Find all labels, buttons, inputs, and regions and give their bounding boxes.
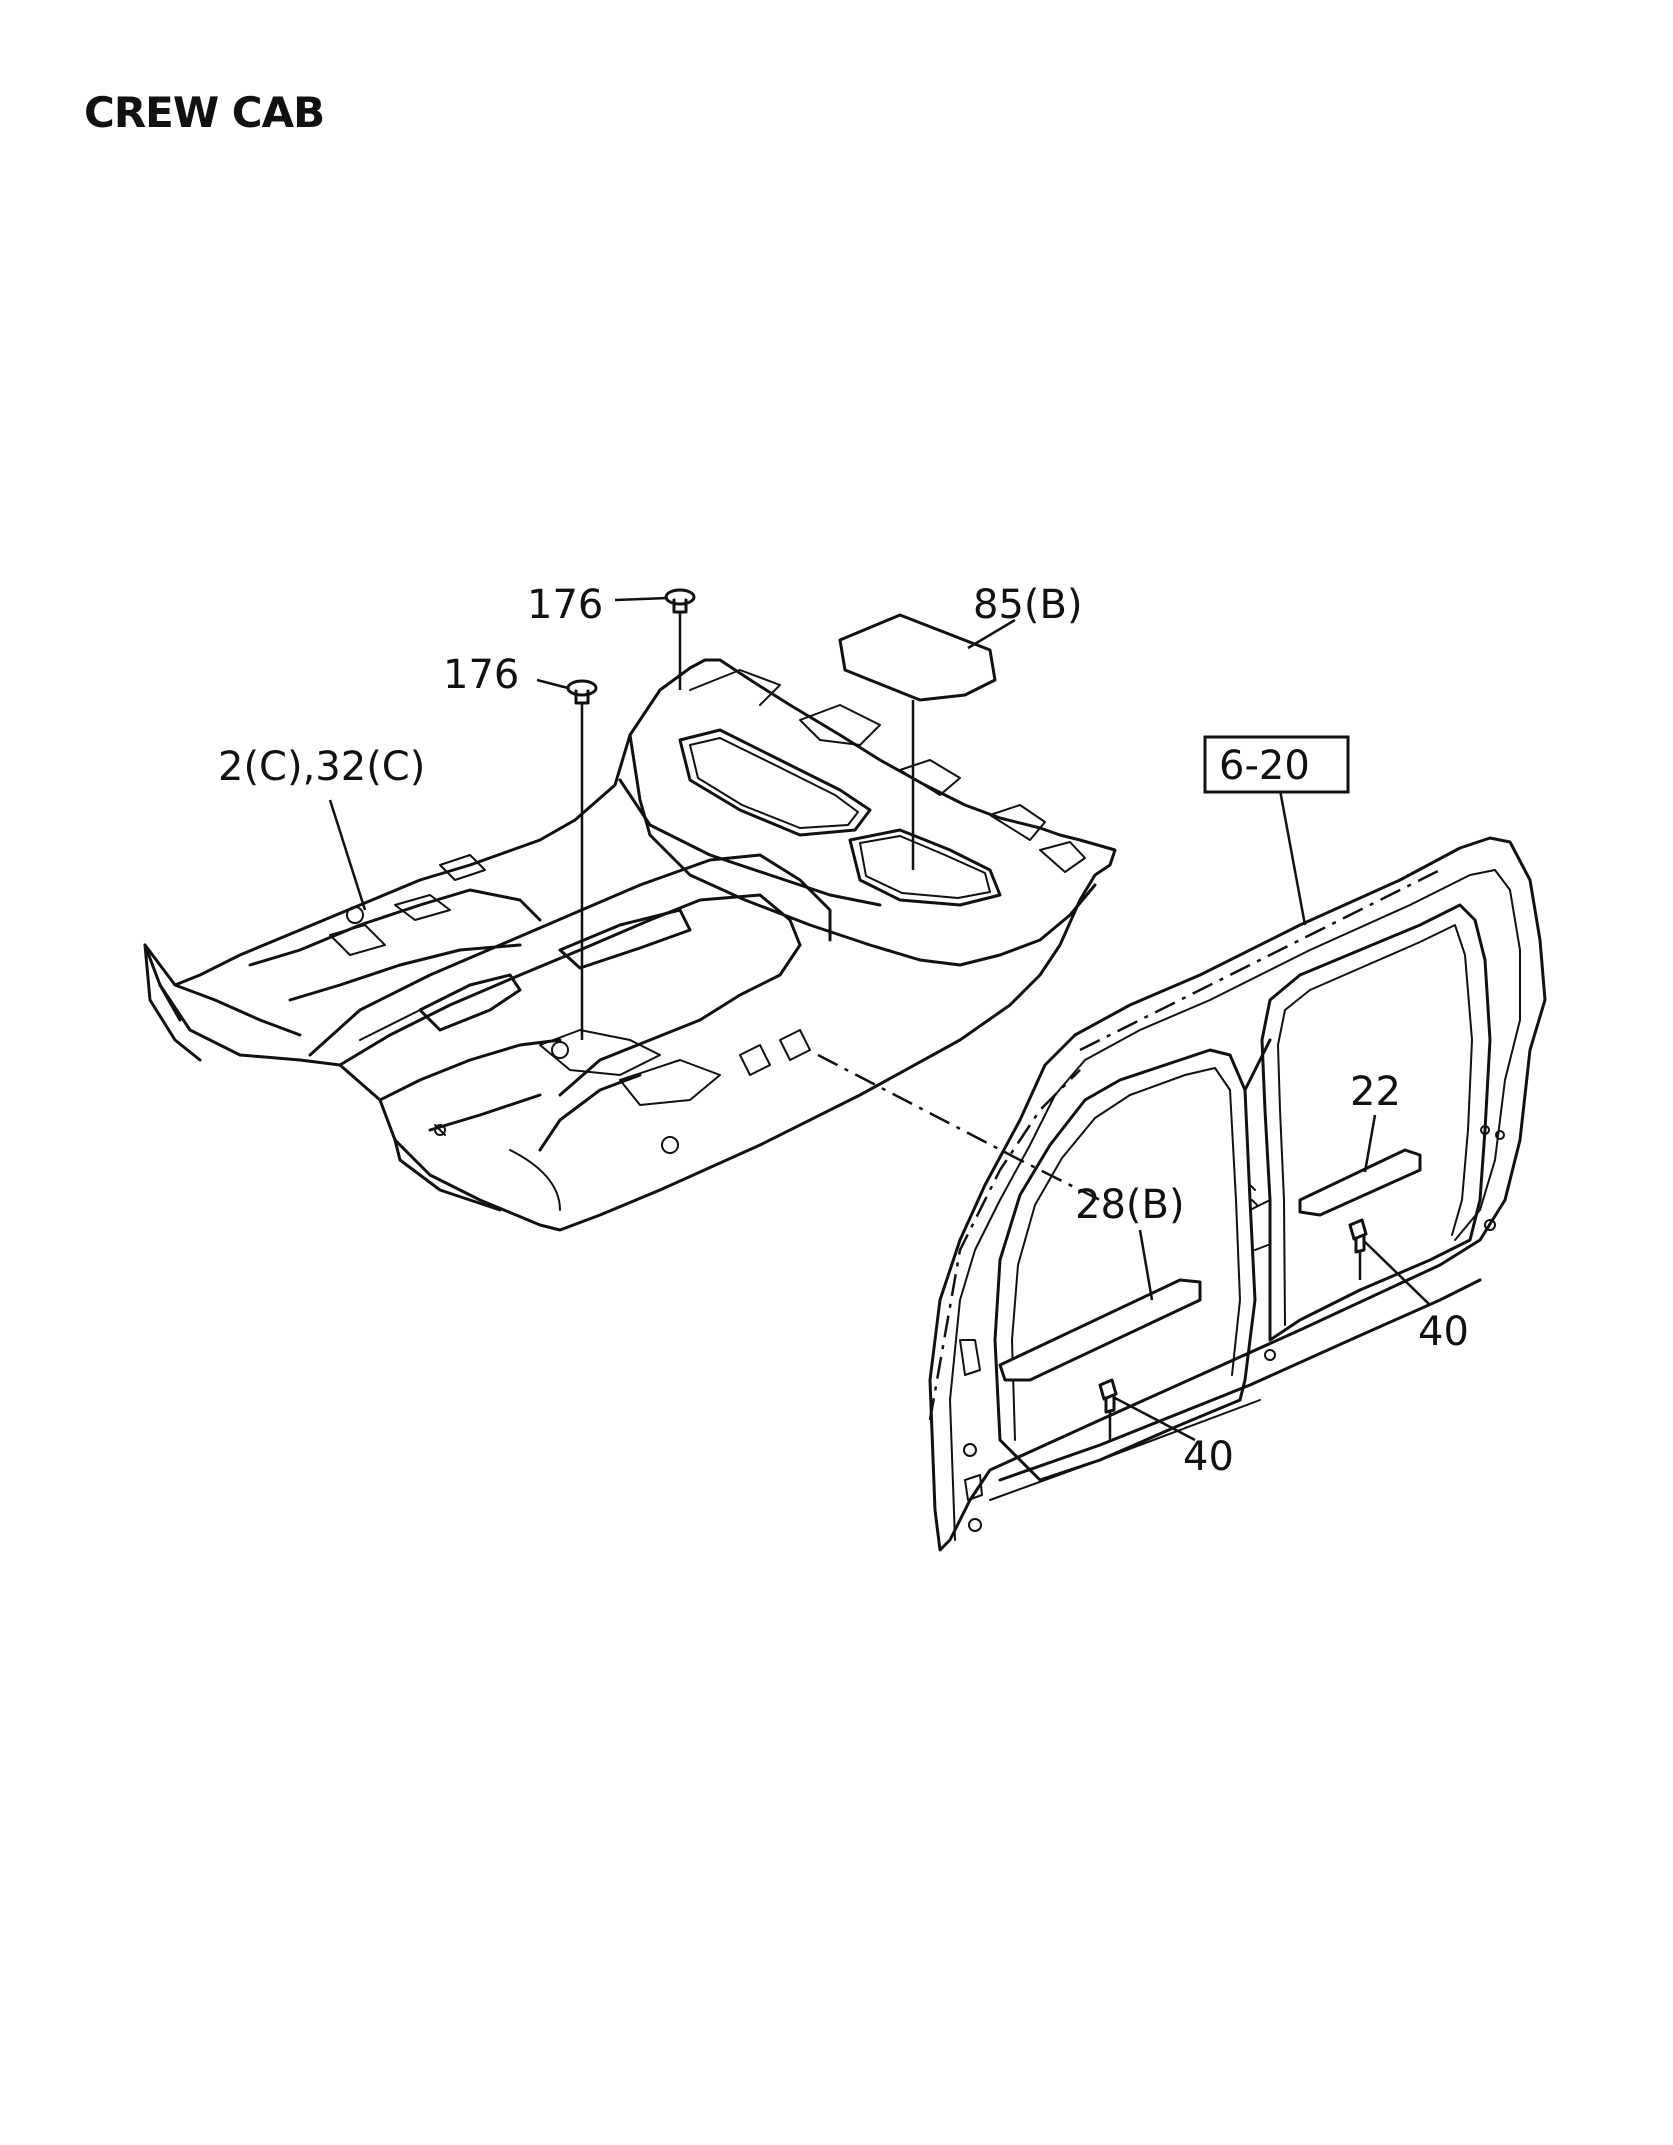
callout-floor-mat: 2(C),32(C) [218, 744, 425, 790]
callout-screw-rear: 40 [1418, 1309, 1469, 1355]
callout-scuff-rear: 22 [1350, 1069, 1401, 1115]
callout-screw-front: 40 [1183, 1434, 1234, 1480]
callout-leader-clip-upper [614, 596, 669, 602]
screw-front-drawing [1098, 1378, 1118, 1440]
clip-lower-drawing [566, 679, 598, 705]
floor-mat-drawing [143, 658, 1117, 1232]
ref-section-box [1203, 735, 1350, 794]
panel-edge-phantom-line [928, 1069, 1081, 1421]
callout-leader-insulator [967, 618, 1016, 650]
scuff-plate-rear-drawing [1298, 1148, 1422, 1217]
callout-clip-upper: 176 [527, 582, 603, 628]
callout-clip-lower: 176 [443, 652, 519, 698]
callout-leader-screw-front [1114, 1396, 1196, 1442]
panel-top-phantom-line [1079, 868, 1441, 1052]
insulator-pad-drawing [838, 613, 997, 702]
alignment-phantom-line [817, 1053, 1111, 1207]
page-title: CREW CAB [84, 88, 325, 137]
callout-leader-floor-mat [328, 799, 367, 911]
callout-leader-scuff-rear [1363, 1114, 1377, 1173]
side-panel-drawing [928, 836, 1547, 1552]
callout-leader-clip-lower [536, 678, 569, 690]
callout-insulator: 85(B) [973, 582, 1083, 628]
callout-leader-scuff-front [1138, 1229, 1154, 1301]
screw-rear-drawing [1348, 1218, 1368, 1280]
callout-scuff-front: 28(B) [1075, 1182, 1185, 1228]
callout-leader-screw-rear [1364, 1241, 1431, 1306]
callout-ref-section: 6-20 [1219, 743, 1310, 789]
clip-upper-drawing [664, 588, 696, 614]
scuff-plate-front-drawing [998, 1278, 1202, 1382]
callout-leader-ref-section [1278, 789, 1307, 926]
